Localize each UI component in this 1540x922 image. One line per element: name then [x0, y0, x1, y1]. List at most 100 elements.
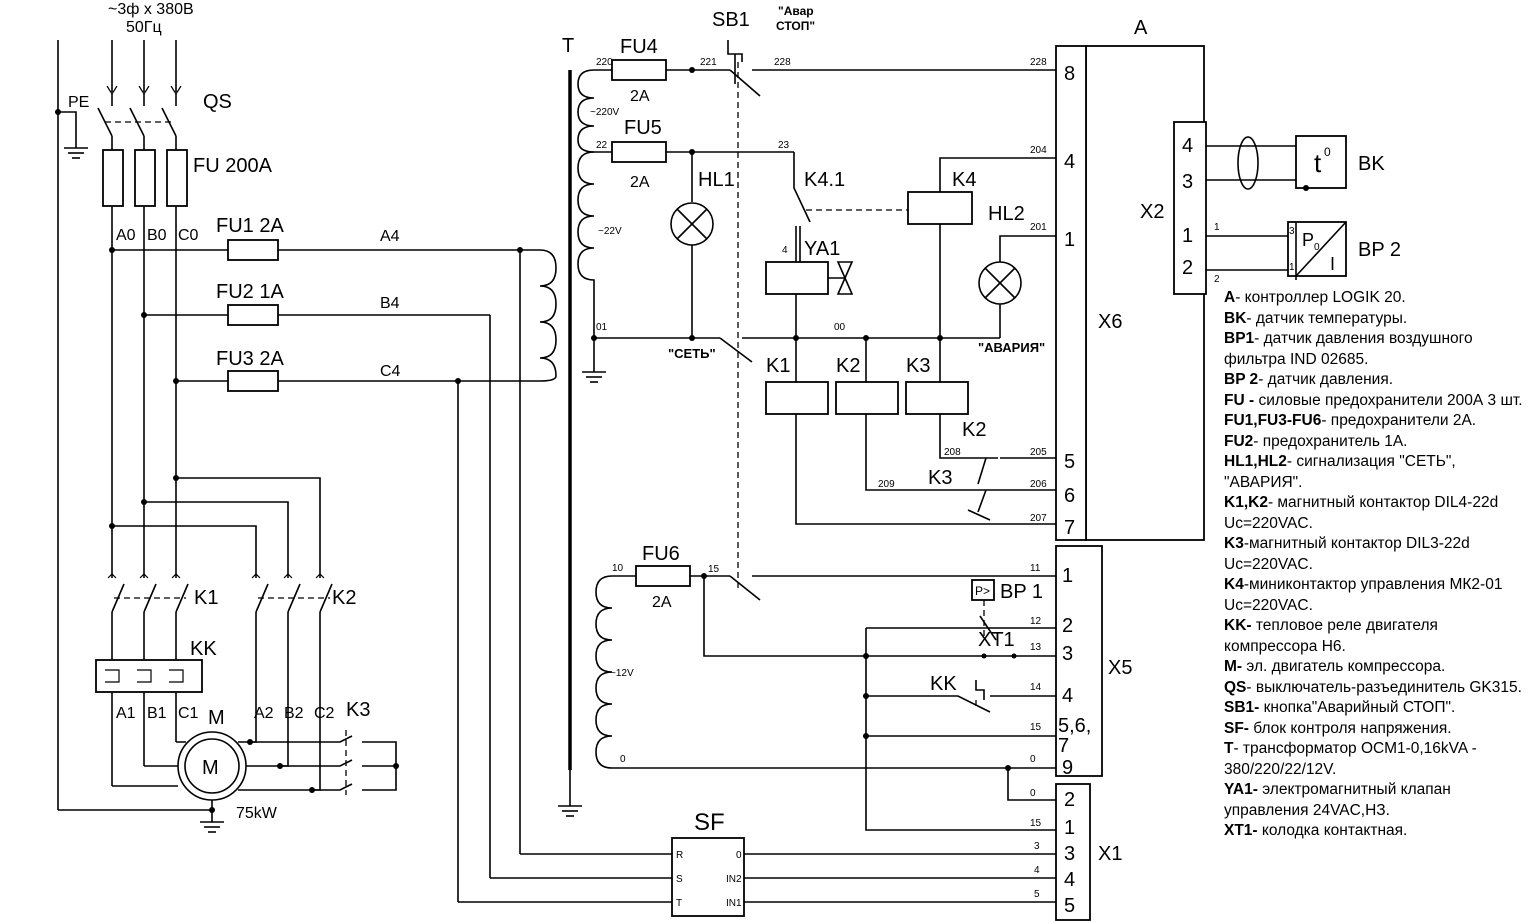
secondary-12v — [595, 575, 1056, 769]
legend-item: FU - силовые предохранители 200А 3 шт. — [1224, 391, 1524, 412]
legend-text: -магнитный контактор DIL3-22d Uc=220VAC. — [1224, 535, 1470, 573]
bk-label: BK — [1358, 153, 1385, 175]
legend-key: HL1,HL2 — [1224, 453, 1287, 470]
legend-text: - выключатель-разъединитель GK315. — [1246, 678, 1522, 696]
n220-label: 220 — [596, 57, 613, 68]
legend-item: BK- датчик температуры. — [1224, 309, 1524, 330]
sb1-text-1: "Авар — [778, 4, 814, 18]
x1-pin-2: 2 — [1064, 789, 1075, 811]
x2-wire-2: 2 — [1214, 274, 1220, 285]
x5-pin-4: 4 — [1062, 685, 1073, 707]
k41-contact — [793, 152, 811, 262]
legend-key: BP1 — [1224, 330, 1255, 347]
qs-label: QS — [203, 91, 232, 113]
x5-terminal-block — [1055, 545, 1103, 777]
legend-key: T — [1224, 740, 1234, 757]
sf-s-label: S — [676, 874, 683, 885]
fu2-label: FU2 1A — [216, 281, 284, 303]
main-fuses — [102, 136, 188, 207]
x1-pin-3: 3 — [1064, 843, 1075, 865]
n0-label: 0 — [620, 754, 626, 765]
supply-frequency-label: 50Гц — [126, 19, 162, 36]
legend-key: K4 — [1224, 576, 1244, 593]
k4-coil — [907, 191, 973, 225]
x5-pin-5-6: 5,6, — [1058, 715, 1091, 737]
b1-label: B1 — [147, 705, 167, 722]
k2-interlock-label: K2 — [962, 419, 986, 441]
x1-label: X1 — [1098, 843, 1122, 865]
legend-text: -миниконтактор управления МК2-01 Uc=220V… — [1224, 576, 1503, 614]
x1-pin-1: 1 — [1064, 817, 1075, 839]
legend-item: FU2- предохранитель 1А. — [1224, 432, 1524, 453]
x6-pin-7: 7 — [1064, 517, 1075, 539]
legend-key: XT1- — [1224, 822, 1258, 839]
k2-coil-label: K2 — [836, 355, 860, 377]
x5-label: X5 — [1108, 657, 1132, 679]
n206-label: 206 — [1030, 479, 1047, 490]
legend-text: - датчик температуры. — [1246, 309, 1408, 327]
c4-label: C4 — [380, 363, 401, 380]
legend-text: колодка контактная. — [1257, 822, 1408, 839]
motor-label: M — [208, 707, 225, 729]
sf-label: SF — [694, 809, 725, 836]
legend-key: FU2 — [1224, 432, 1254, 450]
fu-main-label: FU 200A — [193, 155, 273, 177]
fu5-rating: 2A — [630, 174, 650, 191]
a0-label: A0 — [116, 227, 136, 244]
fu6-label: FU6 — [642, 543, 680, 565]
bp2-pin-3: 3 — [1289, 226, 1295, 237]
n207-label: 207 — [1030, 513, 1047, 524]
n23-label: 23 — [778, 140, 790, 151]
x6-label: X6 — [1098, 311, 1122, 333]
bp2-i-symbol: I — [1330, 254, 1335, 274]
k3-label: K3 — [346, 699, 370, 721]
legend-text: электромагнитный клапан управления 24VAC… — [1224, 781, 1451, 819]
n4b-label: 4 — [1034, 865, 1040, 876]
n228-label-b: 228 — [1030, 57, 1047, 68]
legend-key: K3 — [1224, 535, 1244, 552]
n3-label: 3 — [1034, 841, 1040, 852]
n13-label: 13 — [1030, 642, 1042, 653]
legend-item: BP1- датчик давления воздушного фильтра … — [1224, 329, 1524, 370]
sf-0-label: 0 — [736, 850, 742, 861]
ground-symbol-pe — [64, 147, 88, 159]
legend-text: тепловое реле двигателя компрессора Н6. — [1224, 617, 1438, 655]
x5-pin-1: 1 — [1062, 565, 1073, 587]
x2-terminal-block — [1173, 121, 1207, 295]
n15b-label: 15 — [1030, 722, 1042, 733]
fu5-fuse — [611, 141, 667, 163]
x5-pin-3: 3 — [1062, 643, 1073, 665]
x1-pin-4: 4 — [1064, 869, 1075, 891]
legend-key: SF- — [1224, 719, 1249, 737]
kk-label: KK — [190, 638, 217, 660]
bp2-p-symbol: P — [1302, 230, 1314, 250]
fu3-label: FU3 2A — [216, 348, 284, 370]
k1-main-contacts — [107, 573, 189, 613]
controller-a-label: A — [1134, 17, 1148, 39]
k1-coil-label: K1 — [766, 355, 790, 377]
bp1-symbol: P> — [975, 584, 990, 598]
fu5-label: FU5 — [624, 117, 662, 139]
sf-in2-label: IN2 — [726, 874, 742, 885]
legend-text: силовые предохранители 200А 3 шт. — [1254, 391, 1523, 409]
legend-text: - магнитный контактор DIL4-22d Uc=220VAC… — [1224, 494, 1499, 532]
n221-label: 221 — [700, 57, 717, 68]
legend-item: FU1,FU3-FU6- предохранители 2А. — [1224, 411, 1524, 432]
bp1-sensor — [971, 579, 995, 601]
legend-item: SB1- кнопка"Аварийный СТОП". — [1224, 698, 1524, 719]
x1-pin-5: 5 — [1064, 895, 1075, 917]
pe-ground-wire — [58, 111, 77, 148]
hl2-label: HL2 — [988, 203, 1025, 225]
legend-text: - трансформатор ОСМ1-0,16kVA - 380/220/2… — [1224, 740, 1477, 778]
legend-key: K1,K2 — [1224, 494, 1268, 511]
n0c-label: 0 — [1030, 788, 1036, 799]
motor-symbol-text: M — [202, 757, 219, 779]
sf-in1-label: IN1 — [726, 898, 742, 909]
x6-pin-6: 6 — [1064, 485, 1075, 507]
supply-voltage-label: ~3ф х 380В — [108, 1, 194, 18]
hl1-label: HL1 — [698, 169, 735, 191]
n5-label: 5 — [1034, 889, 1040, 900]
legend-text: кнопка"Аварийный СТОП". — [1259, 699, 1456, 716]
fu6-fuse — [635, 565, 691, 587]
sf-block — [671, 837, 745, 917]
